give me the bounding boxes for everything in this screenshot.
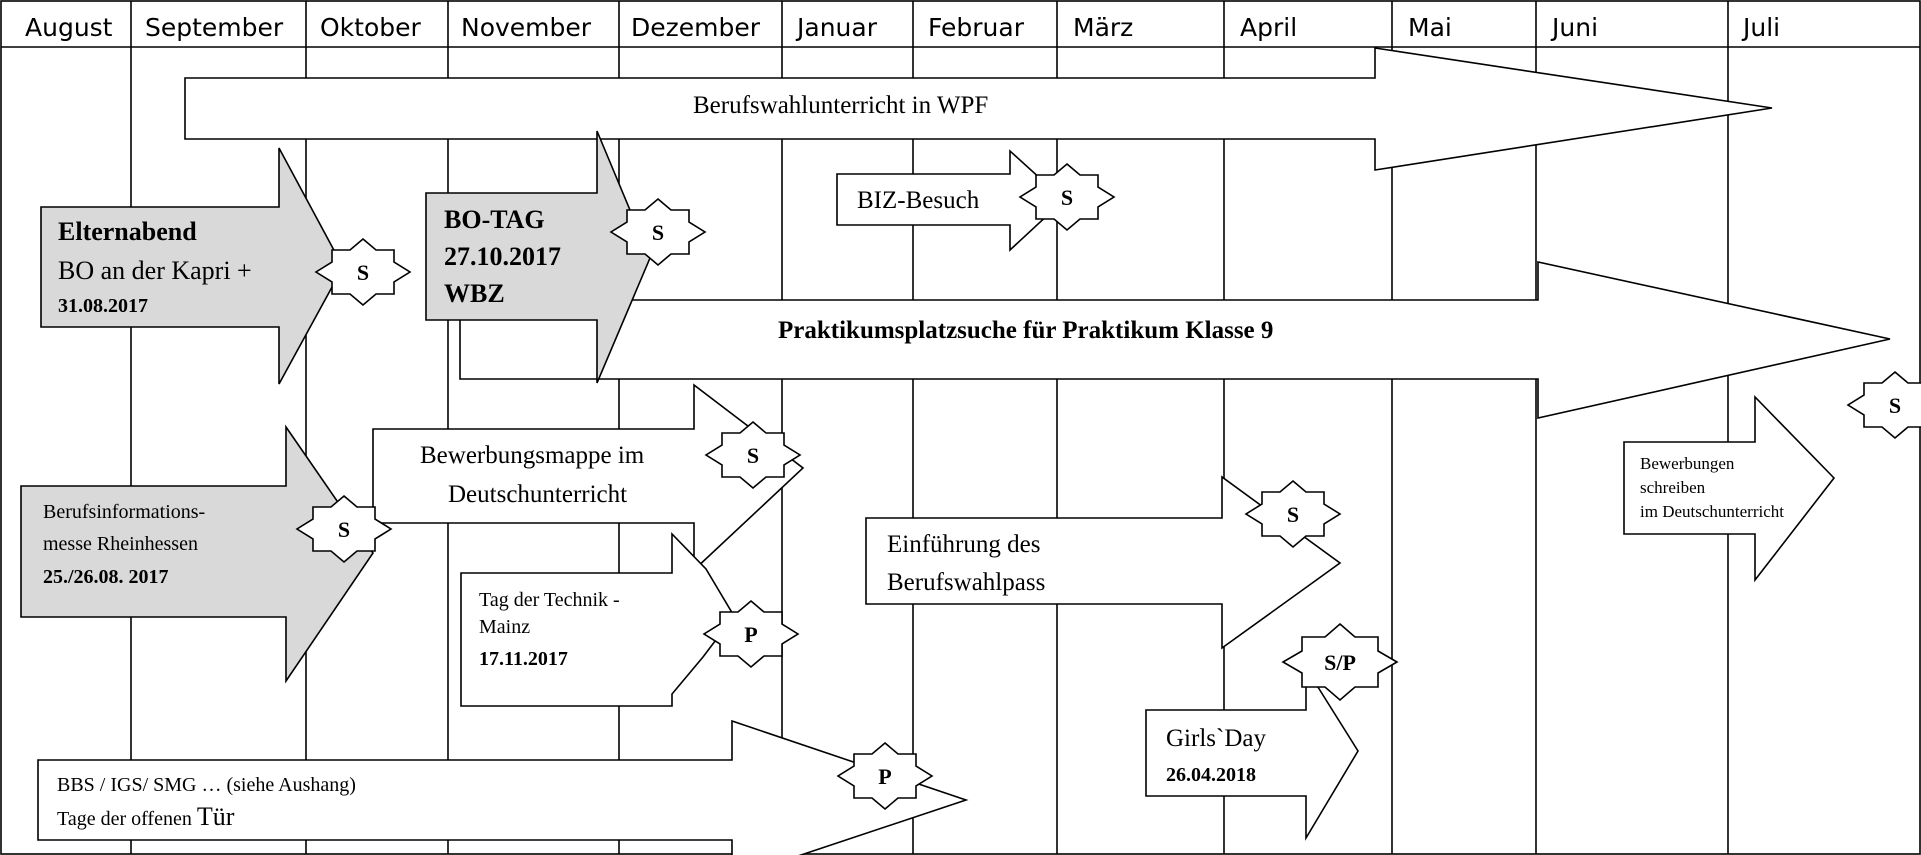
- badge-s: S: [314, 237, 412, 307]
- bbs-line2: Tage der offenen Tür: [57, 802, 235, 831]
- arrow-shape: [836, 149, 1066, 252]
- mappe-line1: Bewerbungsmappe im: [420, 442, 645, 469]
- technik-line2: Mainz: [479, 616, 530, 638]
- botag-line1: BO-TAG: [444, 205, 545, 234]
- month-label: November: [461, 13, 592, 42]
- bewerbungen-line3: im Deutschunterricht: [1640, 502, 1784, 521]
- wpf-arrow: Berufswahlunterricht in WPF: [184, 47, 1773, 171]
- messe-arrow: Berufsinformations- messe Rheinhessen 25…: [20, 424, 374, 684]
- berufswahlpass-arrow: Einführung des Berufswahlpass: [865, 475, 1342, 650]
- wpf-label: Berufswahlunterricht in WPF: [693, 92, 988, 119]
- badge-s: S: [609, 197, 707, 267]
- badge-label: S: [357, 260, 369, 285]
- month-label: Mai: [1408, 13, 1452, 42]
- elternabend-title: Elternabend: [58, 217, 197, 246]
- bbs-arrow: BBS / IGS/ SMG … (siehe Aushang) Tage de…: [37, 719, 969, 855]
- badge-label: S: [1889, 393, 1901, 418]
- arrow-shape: [184, 47, 1773, 171]
- messe-line2: messe Rheinhessen: [43, 533, 198, 555]
- arrow-shape: [40, 147, 344, 385]
- mappe-arrow: Bewerbungsmappe im Deutschunterricht: [372, 383, 805, 572]
- technik-arrow: Tag der Technik - Mainz 17.11.2017: [460, 532, 735, 707]
- botag-line2: 27.10.2017: [444, 242, 561, 271]
- badge-label: S/P: [1324, 650, 1356, 675]
- badge-label: S: [747, 443, 759, 468]
- elternabend-line2: BO an der Kapri +: [58, 256, 252, 285]
- botag-line3: WBZ: [444, 279, 505, 308]
- bewerbungen-line1: Bewerbungen: [1640, 454, 1735, 473]
- technik-line1: Tag der Technik -: [479, 589, 620, 611]
- bbs-line1: BBS / IGS/ SMG … (siehe Aushang): [57, 774, 356, 796]
- arrow-shape: [372, 383, 805, 572]
- badge-label: S: [1287, 502, 1299, 527]
- badges: S S S S S S S P: [295, 162, 1921, 811]
- bewerbungen-arrow: Bewerbungen schreiben im Deutschunterric…: [1623, 395, 1836, 583]
- badge-label: S: [652, 220, 664, 245]
- month-label: Februar: [928, 13, 1025, 42]
- arrow-shape: [37, 719, 969, 855]
- arrow-shape: [459, 261, 1891, 419]
- month-label: März: [1073, 13, 1133, 42]
- month-label: Oktober: [320, 13, 422, 42]
- badge-s: S: [1018, 162, 1116, 232]
- praktikum-arrow: Praktikumsplatzsuche für Praktikum Klass…: [459, 261, 1891, 419]
- technik-date: 17.11.2017: [479, 648, 568, 670]
- badge-label: P: [878, 764, 891, 789]
- arrow-shape: [865, 475, 1342, 650]
- girls-day-arrow: Girls`Day 26.04.2018: [1145, 665, 1359, 841]
- messe-line1: Berufsinformations-: [43, 501, 205, 523]
- badge-s: S: [1846, 370, 1921, 440]
- mappe-line2: Deutschunterricht: [448, 481, 627, 508]
- badge-p: P: [836, 741, 934, 811]
- month-label: April: [1240, 13, 1297, 42]
- messe-date: 25./26.08. 2017: [43, 566, 169, 588]
- berufswahlpass-line2: Berufswahlpass: [887, 569, 1045, 596]
- arrow-shape: [20, 424, 374, 684]
- month-label: Dezember: [631, 13, 761, 42]
- bewerbungen-line2: schreiben: [1640, 478, 1706, 497]
- girls-day-line1: Girls`Day: [1166, 725, 1266, 752]
- badge-label: P: [744, 622, 757, 647]
- month-label: September: [145, 13, 284, 42]
- badge-s: S: [295, 494, 393, 564]
- month-label: Juni: [1550, 13, 1598, 42]
- biz-label: BIZ-Besuch: [857, 187, 980, 214]
- elternabend-date: 31.08.2017: [58, 295, 148, 317]
- badge-label: S: [338, 517, 350, 542]
- badge-sp: S/P: [1281, 622, 1399, 702]
- badge-s: S: [1244, 479, 1342, 549]
- elternabend-arrow: Elternabend BO an der Kapri + 31.08.2017: [40, 147, 344, 385]
- month-label: Januar: [795, 13, 878, 42]
- arrow-shape: [1623, 395, 1836, 583]
- arrow-shape: [425, 130, 651, 384]
- month-header: August September Oktober November Dezemb…: [25, 13, 1780, 42]
- arrow-shape: [1145, 665, 1359, 841]
- badge-label: S: [1061, 185, 1073, 210]
- berufswahlpass-line1: Einführung des: [887, 531, 1040, 558]
- month-label: Juli: [1741, 13, 1780, 42]
- biz-arrow: BIZ-Besuch: [836, 149, 1066, 252]
- badge-p: P: [702, 599, 800, 669]
- praktikum-label: Praktikumsplatzsuche für Praktikum Klass…: [778, 317, 1273, 344]
- badge-s: S: [704, 420, 802, 490]
- girls-day-date: 26.04.2018: [1166, 764, 1256, 786]
- botag-arrow: BO-TAG 27.10.2017 WBZ: [425, 130, 651, 384]
- month-label: August: [25, 13, 113, 42]
